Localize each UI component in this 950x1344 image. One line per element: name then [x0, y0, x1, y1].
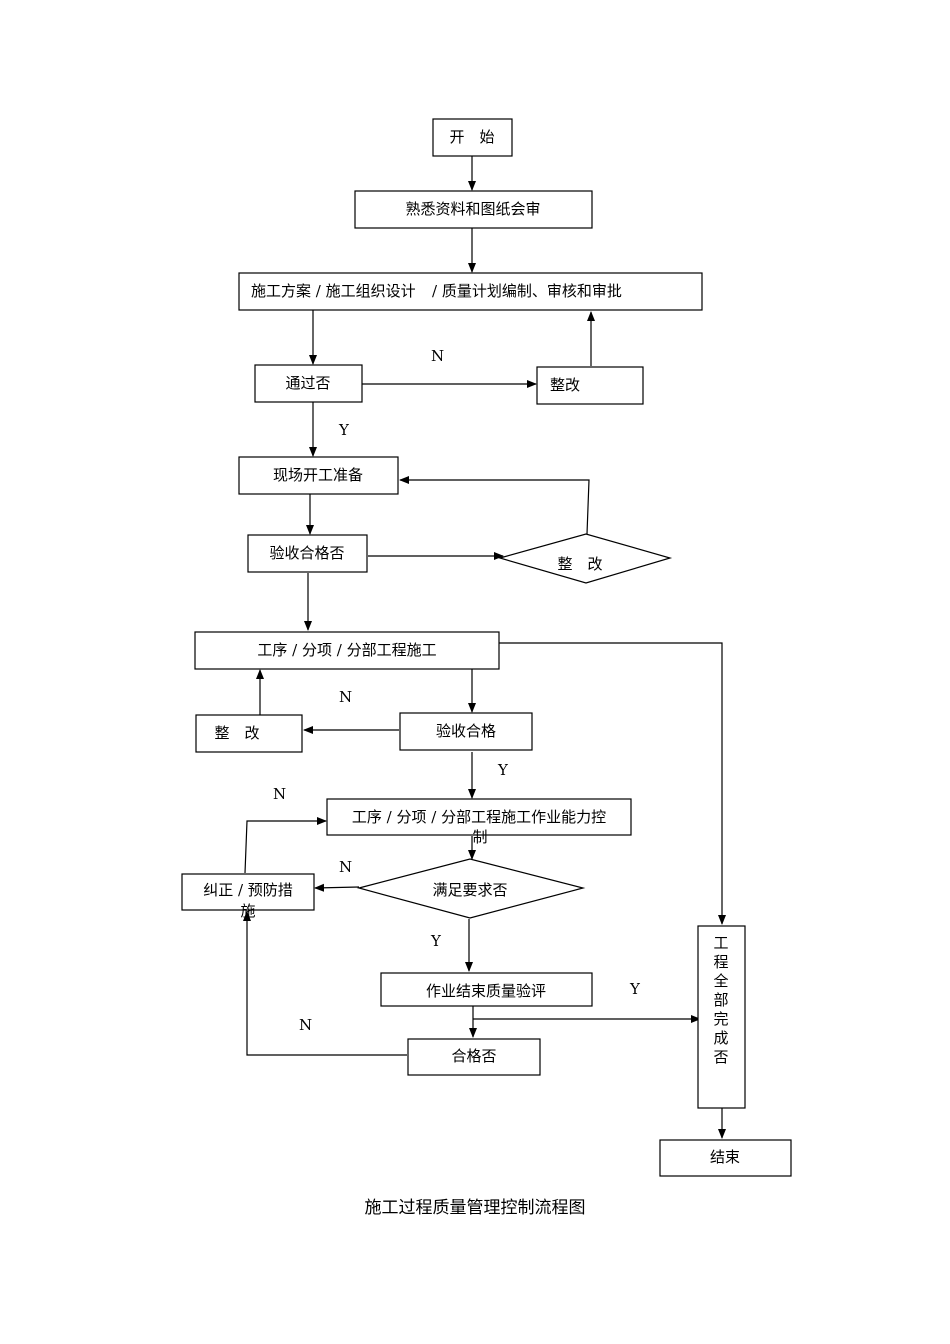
rectify-diamond-node: 整 改: [497, 533, 673, 584]
review-docs-node: 熟悉资料和图纸会审: [354, 190, 593, 229]
diagram-caption: 施工过程质量管理控制流程图: [365, 1198, 586, 1218]
accept-decision-label: 验收合格否: [269, 544, 344, 562]
project-done-char-2: 程: [713, 953, 728, 971]
edge-label-done-yes: Y: [629, 980, 641, 998]
end-label: 结束: [710, 1148, 740, 1166]
corrective-node: 纠正 / 预防措 施: [181, 873, 315, 920]
project-done-char-6: 成: [713, 1029, 728, 1047]
arrow-qualified-no-to-corrective: [243, 911, 407, 1056]
project-done-char-7: 否: [713, 1048, 728, 1066]
meet-requirements-label: 满足要求否: [432, 881, 507, 899]
end-node: 结束: [659, 1139, 792, 1177]
arrow-rectify-to-prep: [399, 476, 590, 535]
edge-label-accept-yes: Y: [497, 761, 509, 779]
plan-label-part2: / 质量计划编制、审核和审批: [432, 282, 622, 300]
plan-node: 施工方案 / 施工组织设计 / 质量计划编制、审核和审批: [238, 272, 703, 311]
qualified-decision-node: 合格否: [407, 1038, 541, 1076]
corrective-label-line2: 施: [240, 902, 255, 920]
capability-node: 工序 / 分项 / 分部工程施工作业能力控 制: [326, 798, 632, 846]
edge-label-pass-no: N: [431, 347, 444, 365]
evaluation-node: 作业结束质量验评: [380, 972, 593, 1007]
edge-labels: N Y N Y N N Y Y N: [273, 347, 641, 1034]
rectify-node-1: 整改: [536, 366, 644, 405]
pass-decision-node: 通过否: [254, 364, 363, 403]
corrective-label-line1: 纠正 / 预防措: [203, 881, 293, 899]
accept-decision-node: 验收合格否: [247, 534, 368, 573]
arrow-meet-no-to-corrective: [314, 883, 360, 892]
project-done-char-4: 部: [713, 991, 728, 1009]
rectify-label-2: 整 改: [557, 555, 602, 573]
capability-label-line1: 工序 / 分项 / 分部工程施工作业能力控: [352, 808, 606, 826]
rectify-label-3: 整 改: [214, 724, 259, 742]
edge-label-qualified-no: N: [299, 1016, 312, 1034]
construction-label: 工序 / 分项 / 分部工程施工: [257, 641, 436, 659]
site-prep-label: 现场开工准备: [273, 466, 363, 484]
arrow-construction-to-done: [499, 642, 726, 925]
project-done-char-5: 完: [713, 1010, 728, 1028]
edge-label-meet-yes: Y: [430, 932, 442, 950]
construction-node: 工序 / 分项 / 分部工程施工: [194, 631, 500, 670]
plan-label-part1: 施工方案 / 施工组织设计: [251, 282, 416, 300]
review-docs-label: 熟悉资料和图纸会审: [405, 200, 540, 218]
meet-requirements-node: 满足要求否: [356, 858, 586, 919]
evaluation-label: 作业结束质量验评: [426, 982, 546, 1000]
edge-label-accept-no: N: [339, 688, 352, 706]
site-prep-node: 现场开工准备: [238, 456, 399, 495]
accept2-node: 验收合格: [399, 712, 533, 751]
start-node: 开 始: [432, 118, 513, 157]
project-done-node: 工 程 全 部 完 成 否: [697, 925, 746, 1109]
accept2-label: 验收合格: [436, 722, 496, 740]
rectify-node-3: 整 改: [195, 714, 303, 753]
edge-label-pass-yes: Y: [338, 421, 350, 439]
edge-label-capability-no: N: [273, 785, 286, 803]
qualified-decision-label: 合格否: [451, 1047, 496, 1065]
pass-decision-label: 通过否: [285, 374, 330, 392]
connectors: [243, 156, 726, 1139]
capability-label-line2: 制: [472, 828, 487, 846]
arrow-corrective-to-capability: [244, 817, 327, 874]
project-done-char-3: 全: [713, 972, 728, 990]
edge-label-meet-no: N: [339, 858, 352, 876]
start-label: 开 始: [449, 128, 494, 146]
project-done-char-1: 工: [713, 934, 728, 952]
rectify-label-1: 整改: [550, 376, 580, 394]
